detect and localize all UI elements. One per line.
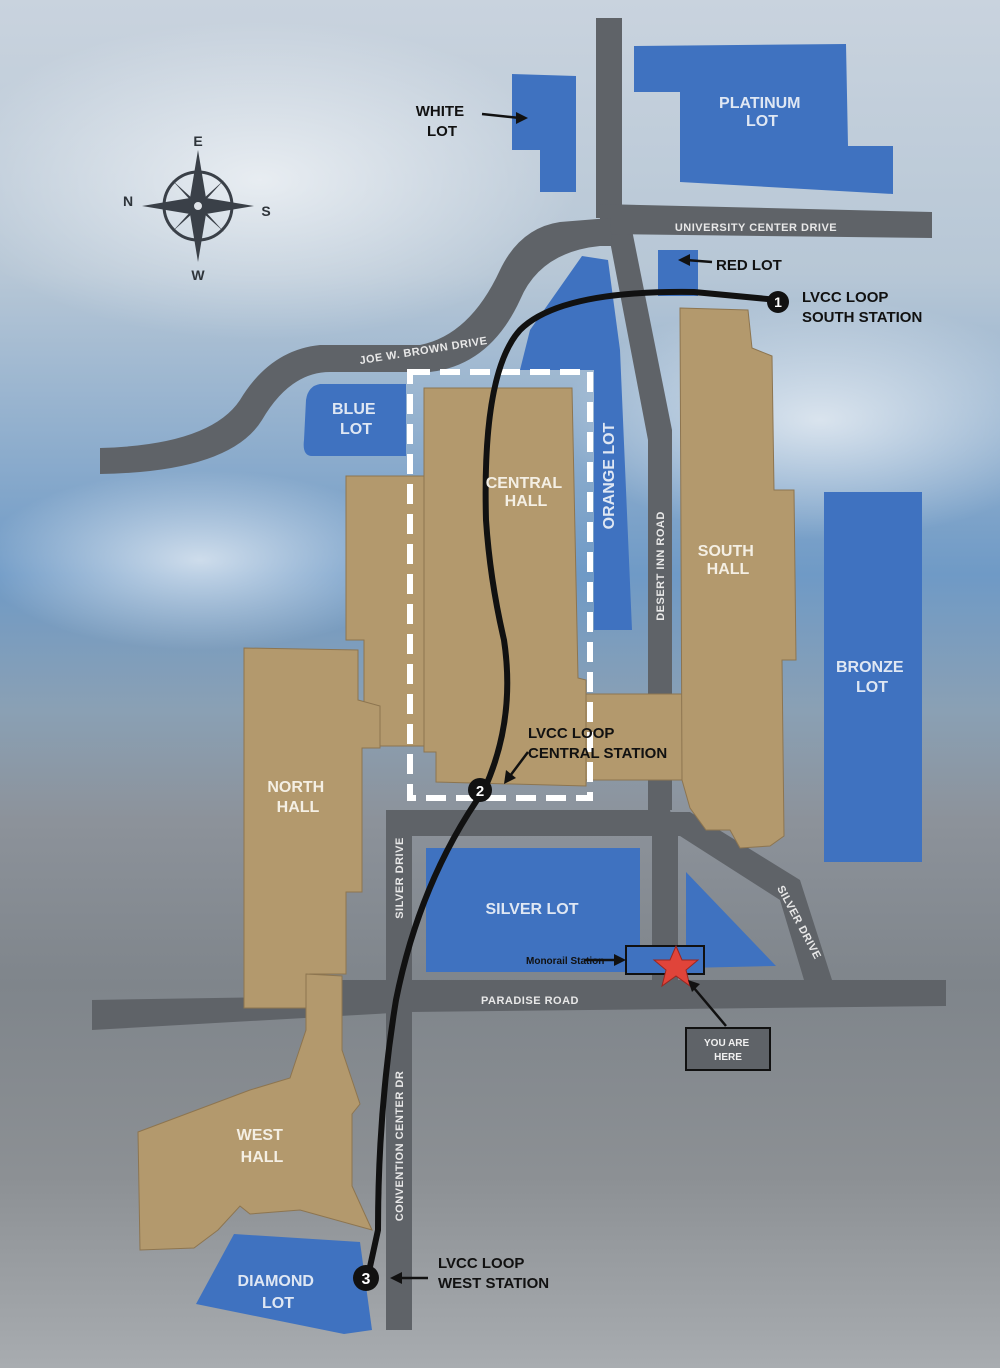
north-hall-label: NORTH HALL bbox=[267, 779, 328, 816]
white-lot bbox=[512, 74, 576, 192]
central-station-label: LVCC LOOP CENTRAL STATION bbox=[528, 725, 667, 762]
desert-inn-road bbox=[604, 210, 672, 810]
station-number: 2 bbox=[476, 783, 484, 800]
hall-connector bbox=[585, 693, 685, 781]
compass-e: E bbox=[193, 133, 202, 149]
compass-star-diag bbox=[198, 206, 224, 232]
university-center-drive bbox=[600, 204, 932, 238]
compass-rose: E W N S bbox=[123, 133, 271, 283]
orange-lot-label: ORANGE LOT bbox=[601, 422, 618, 529]
compass-star-diag bbox=[172, 206, 198, 232]
blue-lot bbox=[303, 384, 406, 456]
you-are-here-box bbox=[685, 1027, 771, 1071]
compass-star bbox=[190, 150, 206, 206]
arrow-head bbox=[390, 1272, 402, 1284]
silver-lot-east bbox=[686, 872, 776, 968]
compass-star bbox=[198, 198, 254, 214]
lvcc-loop-route bbox=[365, 288, 781, 1279]
you-are-here-star bbox=[652, 944, 700, 988]
station-number: 3 bbox=[362, 1271, 371, 1288]
station-number: 1 bbox=[774, 294, 782, 310]
south-hall bbox=[679, 307, 797, 849]
north-road bbox=[596, 18, 622, 218]
station-marker-1: 1 bbox=[767, 291, 789, 313]
white-lot-label: WHITE LOT bbox=[416, 103, 469, 140]
white-lot-arrow bbox=[481, 112, 521, 120]
bronze-lot-label: BRONZE LOT bbox=[836, 659, 908, 696]
parking-lots bbox=[196, 44, 922, 1334]
cloud-reflection bbox=[0, 470, 420, 650]
pointer-arrows bbox=[390, 112, 727, 1284]
west-hall-label: WEST HALL bbox=[237, 1127, 288, 1166]
silver-drive-left bbox=[386, 810, 676, 980]
central-hall-label: CENTRAL HALL bbox=[486, 475, 567, 510]
diamond-lot-label: DIAMOND LOT bbox=[238, 1273, 319, 1312]
silver-lot bbox=[426, 848, 640, 972]
west-hall bbox=[137, 973, 373, 1251]
compass-star-diag bbox=[198, 180, 224, 206]
compass-star bbox=[190, 206, 206, 262]
joe-w-brown-drive bbox=[100, 218, 612, 474]
halls bbox=[137, 307, 797, 1251]
south-station-label: LVCC LOOP SOUTH STATION bbox=[802, 289, 922, 326]
central-station-arrow bbox=[509, 751, 529, 777]
platinum-lot-label: PLATINUM LOT bbox=[719, 95, 805, 130]
orange-lot bbox=[520, 256, 632, 630]
red-lot-label: RED LOT bbox=[716, 257, 782, 274]
compass-w: W bbox=[191, 267, 205, 283]
arrow-head bbox=[688, 980, 700, 992]
central-hall bbox=[423, 387, 587, 787]
blue-lot-label: BLUE LOT bbox=[332, 401, 380, 438]
station-marker-3: 3 bbox=[353, 1265, 379, 1291]
compass-star-diag bbox=[172, 180, 198, 206]
bronze-lot bbox=[824, 492, 922, 862]
red-lot-arrow bbox=[685, 258, 713, 264]
platinum-lot bbox=[634, 44, 893, 194]
desert-inn-road-label: DESERT INN ROAD bbox=[655, 511, 667, 621]
you-are-here-label: YOU ARE HERE bbox=[704, 1038, 752, 1063]
compass-n: N bbox=[123, 193, 133, 209]
silver-lot-label: SILVER LOT bbox=[485, 901, 578, 918]
south-hall-label: SOUTH HALL bbox=[698, 543, 758, 578]
red-lot bbox=[658, 250, 698, 296]
silver-drive-left-label: SILVER DRIVE bbox=[394, 837, 406, 919]
diamond-lot bbox=[196, 1234, 372, 1334]
arrow-head bbox=[504, 770, 516, 784]
west-station-label: LVCC LOOP WEST STATION bbox=[438, 1255, 549, 1292]
arrow-head bbox=[516, 112, 528, 124]
compass-s: S bbox=[261, 203, 270, 219]
monorail-station-label: Monorail Station bbox=[526, 956, 604, 967]
you-are-here-arrow bbox=[693, 987, 727, 1027]
arrow-head bbox=[678, 254, 690, 266]
compass-star bbox=[142, 198, 198, 214]
paradise-road-label: PARADISE ROAD bbox=[481, 995, 579, 1007]
arrow-head bbox=[614, 954, 626, 966]
station-marker-2: 2 bbox=[468, 778, 492, 802]
convention-center-dr-label: CONVENTION CENTER DR bbox=[394, 1071, 406, 1222]
cloud-reflection bbox=[0, 20, 580, 340]
university-center-drive-label: UNIVERSITY CENTER DRIVE bbox=[675, 222, 837, 234]
